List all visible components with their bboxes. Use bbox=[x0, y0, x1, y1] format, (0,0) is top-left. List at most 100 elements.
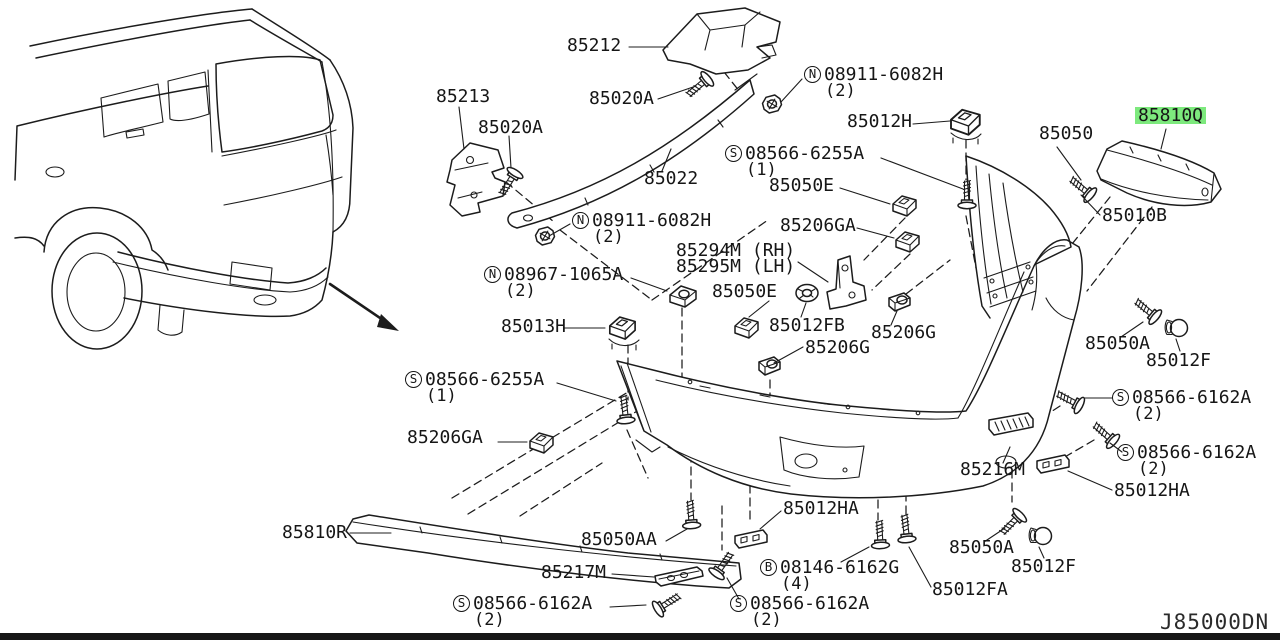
part-bracket-85213 bbox=[446, 142, 506, 217]
quantity-text: (2) bbox=[505, 281, 536, 301]
prefix-S-circle-icon: S bbox=[725, 145, 742, 162]
part-bracket-85294m bbox=[826, 255, 867, 310]
part-number-text: 85294M (RH) bbox=[676, 240, 796, 261]
part-label-85020a-top[interactable]: 85020A bbox=[589, 88, 655, 109]
prefix-S-circle-icon: S bbox=[405, 371, 422, 388]
part-number-text: 85012HA bbox=[1114, 480, 1190, 501]
diagram-code: J85000DN bbox=[1160, 610, 1270, 634]
part-label-85294m[interactable]: 85294M (RH) bbox=[676, 240, 796, 261]
pointer-arrow bbox=[328, 282, 399, 331]
part-number-text: 85012FA bbox=[932, 579, 1008, 600]
part-side-stay-85050 bbox=[965, 155, 1072, 319]
part-number-text: 85050AA bbox=[581, 529, 657, 550]
part-number-text: 85050E bbox=[769, 175, 835, 196]
part-label-85012ha-b[interactable]: 85012HA bbox=[783, 498, 859, 519]
part-number-text: 08566-6162A bbox=[1137, 442, 1257, 463]
bottom-border-bar bbox=[0, 633, 1280, 640]
quantity-text: (2) bbox=[825, 81, 856, 101]
part-label-85050a-b[interactable]: 85050A bbox=[949, 537, 1015, 558]
part-number-text: 85010B bbox=[1102, 205, 1168, 226]
part-number-text: 08967-1065A bbox=[504, 264, 624, 285]
part-label-85012fa[interactable]: 85012FA bbox=[932, 579, 1008, 600]
part-label-85213[interactable]: 85213 bbox=[436, 86, 491, 107]
part-label-85216m[interactable]: 85216M bbox=[960, 459, 1026, 480]
part-number-text: 08566-6255A bbox=[745, 143, 865, 164]
part-number-text: 08911-6082H bbox=[592, 210, 712, 231]
part-screws-and-clips bbox=[493, 69, 1189, 620]
part-number-text: 08566-6162A bbox=[750, 593, 870, 614]
part-number-text: 85020A bbox=[589, 88, 655, 109]
part-label-85050e-2[interactable]: 85050E bbox=[712, 283, 777, 301]
prefix-N-circle-icon: N bbox=[804, 66, 821, 83]
part-label-85012ha-r[interactable]: 85012HA bbox=[1114, 480, 1190, 501]
part-number-text: 85012HA bbox=[783, 498, 859, 519]
quantity-text: (2) bbox=[1138, 459, 1169, 479]
quantity-text: (1) bbox=[426, 386, 457, 406]
part-label-85020a-2[interactable]: 85020A bbox=[478, 119, 543, 137]
part-number-text: 85212 bbox=[567, 35, 622, 56]
part-number-text: 85206G bbox=[871, 322, 937, 343]
part-label-85010b[interactable]: 85010B bbox=[1102, 205, 1168, 226]
part-number-text: 85012FB bbox=[769, 315, 845, 336]
quantity-text: (4) bbox=[781, 574, 812, 594]
part-number-text: 85050 bbox=[1039, 123, 1094, 144]
part-label-85206ga-2[interactable]: 85206GA bbox=[407, 427, 483, 448]
part-number-text: 08566-6162A bbox=[473, 593, 593, 614]
part-number-text: 85012F bbox=[1011, 556, 1077, 577]
quantity-text: (1) bbox=[746, 160, 777, 180]
part-label-85810q[interactable]: 85810Q bbox=[1135, 107, 1207, 125]
part-number-text: 08566-6162A bbox=[1132, 387, 1252, 408]
part-number-text: 85206GA bbox=[780, 215, 856, 236]
part-finisher-85810q bbox=[1096, 140, 1222, 207]
part-label-85212[interactable]: 85212 bbox=[567, 35, 622, 56]
part-number-text: 85206G bbox=[805, 337, 871, 358]
part-number-text: 85810R bbox=[282, 522, 348, 543]
part-label-85013h[interactable]: 85013H bbox=[501, 318, 566, 336]
part-label-85206g-r[interactable]: 85206G bbox=[871, 322, 937, 343]
part-label-85206ga-1[interactable]: 85206GA bbox=[780, 215, 856, 236]
part-label-85050[interactable]: 85050 bbox=[1039, 123, 1094, 144]
part-label-85012h[interactable]: 85012H bbox=[847, 113, 912, 131]
quantity-text: (2) bbox=[1133, 404, 1164, 424]
prefix-S-circle-icon: S bbox=[730, 595, 747, 612]
part-label-85050a-r[interactable]: 85050A bbox=[1085, 333, 1151, 354]
part-label-85012f-r[interactable]: 85012F bbox=[1146, 350, 1212, 371]
part-number-text: 85206GA bbox=[407, 427, 483, 448]
prefix-S-circle-icon: S bbox=[1117, 444, 1134, 461]
part-number-text: 85213 bbox=[436, 86, 491, 107]
part-label-85012fb[interactable]: 85012FB bbox=[769, 315, 845, 336]
part-label-85295m[interactable]: 85295M (LH) bbox=[676, 256, 796, 277]
part-number-text: 85050A bbox=[949, 537, 1015, 558]
prefix-B-circle-icon: B bbox=[760, 559, 777, 576]
part-label-85050e-1[interactable]: 85050E bbox=[769, 175, 835, 196]
part-label-85217m[interactable]: 85217M bbox=[541, 562, 607, 583]
part-bumper-fascia bbox=[616, 239, 1083, 499]
prefix-N-circle-icon: N bbox=[572, 212, 589, 229]
part-label-85810r[interactable]: 85810R bbox=[282, 522, 348, 543]
part-bracket-85212 bbox=[662, 7, 781, 75]
part-number-text: 08911-6082H bbox=[824, 64, 944, 85]
part-label-85206g-l[interactable]: 85206G bbox=[805, 337, 871, 358]
part-number-text: 85012F bbox=[1146, 350, 1212, 371]
part-label-85022[interactable]: 85022 bbox=[644, 168, 699, 189]
part-number-text: 85216M bbox=[960, 459, 1026, 480]
part-number-text: 85050A bbox=[1085, 333, 1151, 354]
part-number-text: 85022 bbox=[644, 168, 699, 189]
part-number-text: 85217M bbox=[541, 562, 607, 583]
part-label-85012f-b[interactable]: 85012F bbox=[1011, 556, 1077, 577]
part-number-text: 08566-6255A bbox=[425, 369, 545, 390]
part-number-text: 85295M (LH) bbox=[676, 256, 796, 277]
part-label-85050aa[interactable]: 85050AA bbox=[581, 529, 657, 550]
